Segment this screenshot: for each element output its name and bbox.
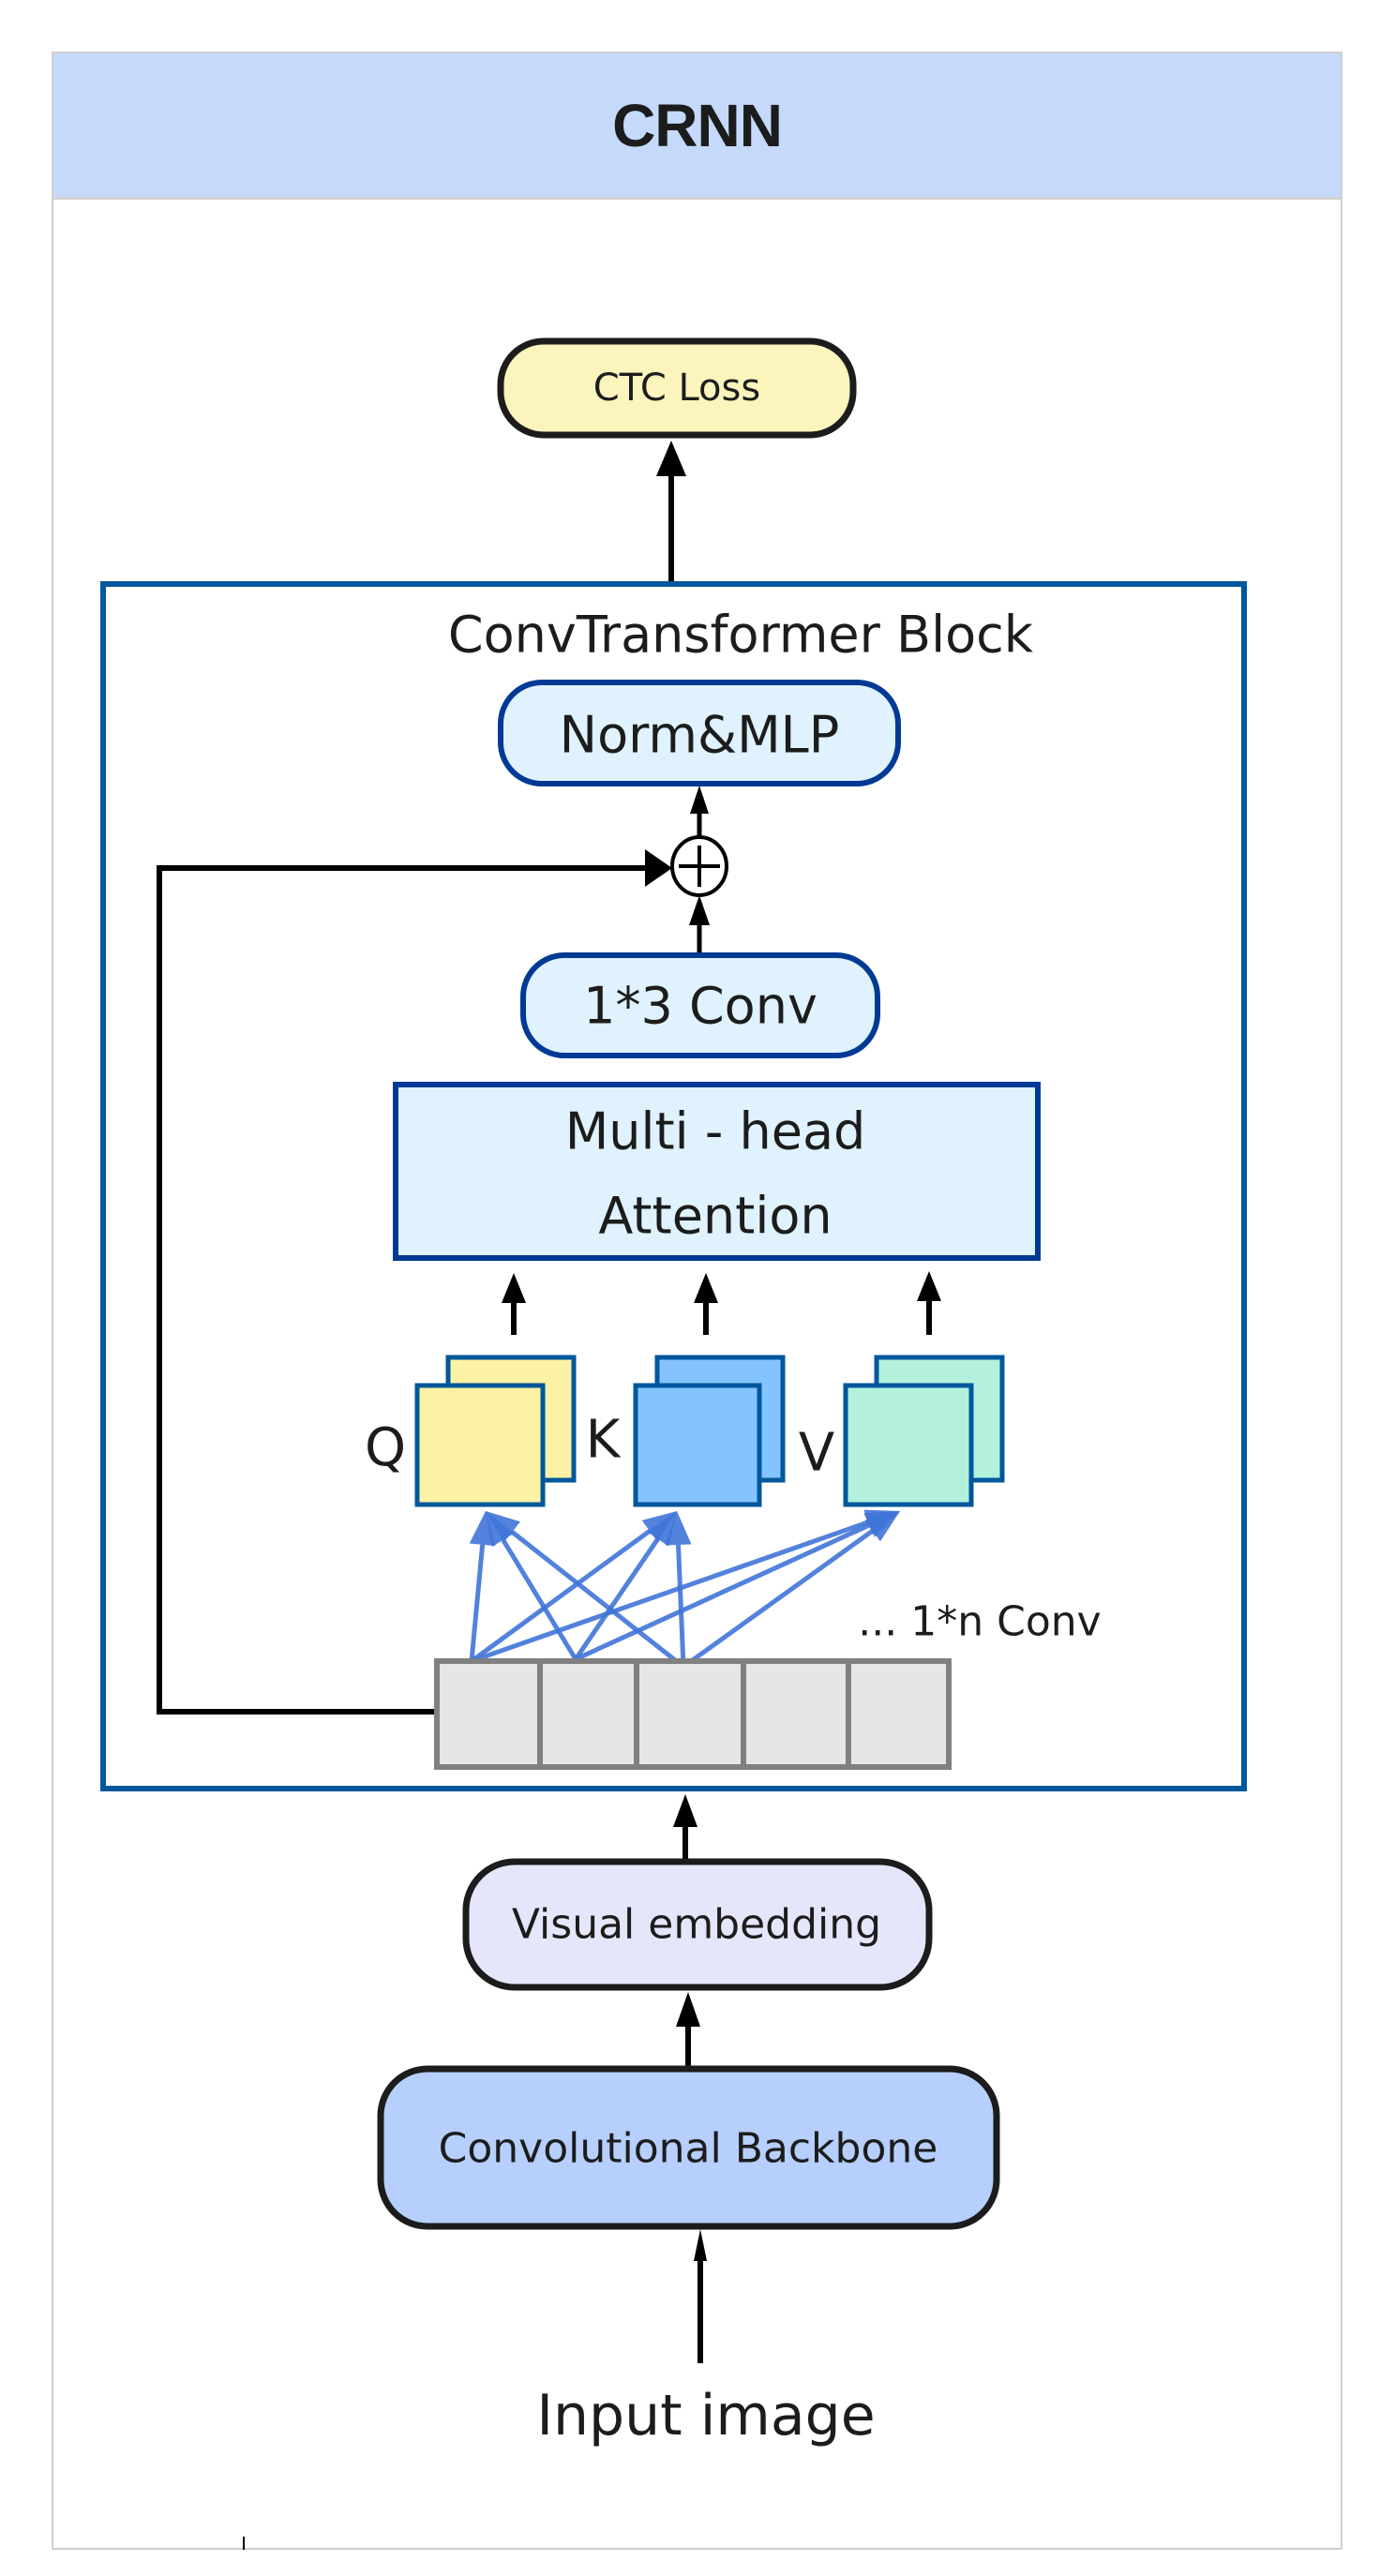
arrow-visual-to-block [673,1794,698,1859]
arrow-block-to-ctc [656,441,686,582]
projection-arrowhead [469,1511,496,1547]
projection-arrowhead [665,1511,692,1546]
convolutional-backbone-node: Convolutional Backbone [377,2065,1000,2230]
projection-arrow [470,1529,652,1664]
norm-mlp-label: Norm&MLP [560,706,840,765]
token-cell [634,1658,746,1770]
multi-head-attention-node: Multi - head Attention [393,1082,1041,1261]
arrow-backbone-to-visual [676,1992,700,2066]
token-sequence [434,1658,952,1770]
ctc-loss-node: CTC Loss [497,337,857,439]
projection-arrow [573,1537,660,1661]
backbone-label: Convolutional Backbone [439,2125,938,2173]
q-label: Q [365,1418,406,1479]
projection-arrow [574,1522,871,1662]
projection-arrowhead [486,1511,520,1543]
block-title: ConvTransformer Block [448,606,1034,665]
residual-add [670,786,728,953]
projection-arrowhead [864,1511,900,1542]
arrow-to-norm-mlp [690,786,709,814]
qkv-to-attention-arrows [502,1271,941,1335]
conv-1x3-label: 1*3 Conv [583,977,818,1036]
projection-arrow [682,1528,875,1670]
token-cell [537,1658,639,1770]
projection-arrow [510,1530,685,1669]
value-stack [843,1355,1005,1507]
skip-connection [157,849,672,1715]
input-image-label: Input image [536,2383,875,2449]
visual-embedding-label: Visual embedding [512,1901,881,1949]
conv-1x3-node: 1*3 Conv [520,952,880,1058]
projection-arrow [501,1538,578,1661]
k-label: K [586,1410,622,1471]
v-label: V [799,1423,834,1484]
arrow-input-to-backbone [694,2229,707,2363]
mha-label-line1: Multi - head [565,1102,866,1161]
key-stack [633,1355,786,1507]
conv-1xn-label: ... 1*n Conv [858,1598,1101,1646]
token-cell [741,1658,851,1770]
ctc-loss-label: CTC Loss [593,367,760,410]
projection-arrow [469,1544,486,1662]
convtransformer-block [100,581,1247,1791]
mha-label-line2: Attention [598,1187,832,1246]
token-cell [434,1658,543,1770]
projection-arrow [471,1520,869,1664]
arrow-to-plus [689,895,710,925]
query-stack [414,1355,577,1507]
diagram-title: CRNN [612,91,783,159]
visual-embedding-node: Visual embedding [462,1858,933,1991]
projection-arrows [469,1509,900,1670]
norm-mlp-node: Norm&MLP [498,680,901,786]
token-cell [846,1658,952,1770]
projection-arrow [676,1544,686,1668]
diagram-header: CRNN [53,53,1341,200]
